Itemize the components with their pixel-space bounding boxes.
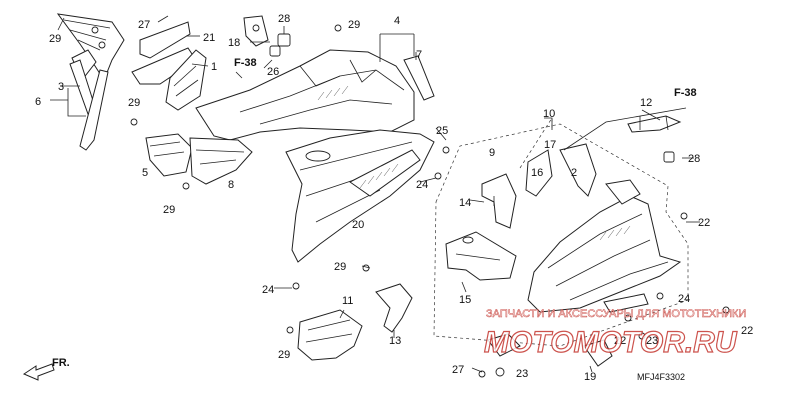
upper-right-bracket-12 bbox=[627, 115, 682, 163]
callout-24c: 24 bbox=[678, 293, 690, 305]
callout-1: 1 bbox=[211, 61, 217, 73]
callout-15: 15 bbox=[459, 294, 471, 306]
callout-9: 9 bbox=[489, 147, 495, 159]
callout-14: 14 bbox=[459, 197, 471, 209]
callout-24b: 24 bbox=[262, 284, 274, 296]
callout-29d: 29 bbox=[348, 19, 360, 31]
callout-8: 8 bbox=[228, 179, 234, 191]
callout-29e: 29 bbox=[334, 261, 346, 273]
callout-7: 7 bbox=[416, 49, 422, 61]
side-bracket-left bbox=[145, 133, 253, 185]
ref-label-f38-right: F-38 bbox=[674, 87, 697, 99]
callout-29f: 29 bbox=[278, 349, 290, 361]
callout-21: 21 bbox=[203, 32, 215, 44]
callout-numbers: 29 27 21 1 3 6 29 5 8 29 28 18 26 29 4 7… bbox=[35, 13, 753, 383]
left-upper-bracket-group bbox=[56, 13, 207, 151]
middle-side-cowl bbox=[285, 129, 435, 263]
callout-2: 2 bbox=[571, 167, 577, 179]
callout-25: 25 bbox=[436, 125, 448, 137]
callout-23b: 23 bbox=[516, 368, 528, 380]
callout-18: 18 bbox=[228, 37, 240, 49]
callout-26: 26 bbox=[267, 66, 279, 78]
callout-22: 22 bbox=[698, 217, 710, 229]
callout-10: 10 bbox=[543, 108, 555, 120]
callout-23: 23 bbox=[646, 335, 658, 347]
front-label: FR. bbox=[52, 357, 70, 369]
callout-28: 28 bbox=[278, 13, 290, 25]
callout-29: 29 bbox=[49, 33, 61, 45]
callout-6: 6 bbox=[35, 96, 41, 108]
callout-12: 12 bbox=[640, 97, 652, 109]
upper-center-bracket-group bbox=[243, 15, 342, 57]
callout-27b: 27 bbox=[452, 364, 464, 376]
upper-cowl-panel bbox=[195, 49, 435, 141]
callout-5: 5 bbox=[142, 167, 148, 179]
callout-29c: 29 bbox=[163, 204, 175, 216]
callout-22b: 22 bbox=[741, 325, 753, 337]
leader-lines bbox=[50, 15, 700, 373]
reference-labels: F-38 F-38 bbox=[234, 57, 697, 99]
watermark-tagline: ЗАПЧАСТИ И АКСЕССУАРЫ ДЛЯ МОТОТЕХНИКИ bbox=[486, 308, 746, 320]
callout-24: 24 bbox=[416, 179, 428, 191]
callout-20: 20 bbox=[352, 219, 364, 231]
callout-29b: 29 bbox=[128, 97, 140, 109]
inner-cover-11 bbox=[286, 309, 363, 361]
callout-11: 11 bbox=[342, 295, 353, 307]
diagram-code: MFJ4F3302 bbox=[637, 372, 685, 382]
watermark-logo: МОТОМОТОR.RU bbox=[484, 326, 738, 359]
callout-4: 4 bbox=[394, 15, 400, 27]
callout-13: 13 bbox=[389, 335, 401, 347]
callout-19: 19 bbox=[584, 371, 596, 383]
callout-27: 27 bbox=[138, 19, 150, 31]
lower-right-brackets bbox=[130, 118, 730, 378]
callout-28b: 28 bbox=[688, 153, 700, 165]
callout-16: 16 bbox=[531, 167, 543, 179]
callout-22c: 22 bbox=[614, 335, 626, 347]
callout-17: 17 bbox=[544, 139, 556, 151]
lower-bracket-13 bbox=[362, 264, 413, 333]
watermark: ЗАПЧАСТИ И АКСЕССУАРЫ ДЛЯ МОТОТЕХНИКИ МО… bbox=[483, 308, 746, 360]
front-direction-arrow: FR. bbox=[22, 357, 70, 381]
ref-label-f38-left: F-38 bbox=[234, 57, 257, 69]
callout-3: 3 bbox=[58, 81, 64, 93]
under-cowl-assembly-box bbox=[433, 116, 689, 347]
